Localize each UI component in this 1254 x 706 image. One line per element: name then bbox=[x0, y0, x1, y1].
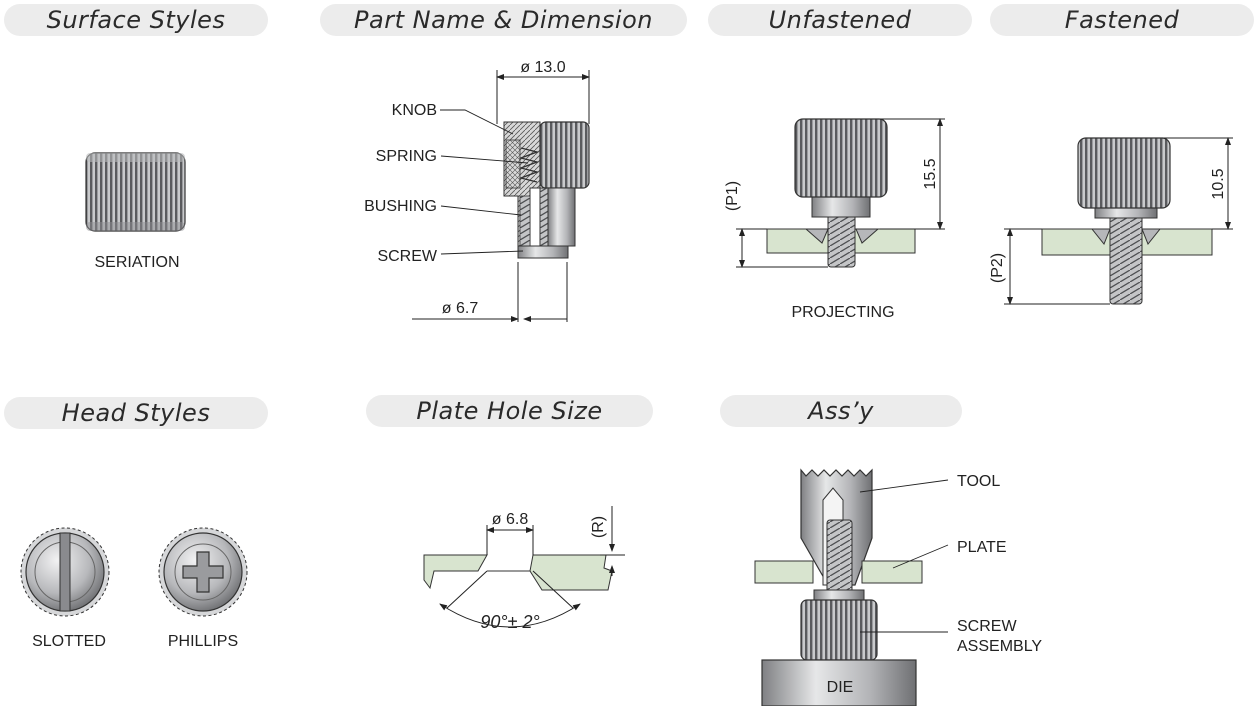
plate-hole-angle-label: 90°± 2° bbox=[480, 612, 539, 632]
header-surface-styles: Surface Styles bbox=[4, 4, 268, 36]
screw-assembly-label-line1: SCREW bbox=[957, 618, 1017, 635]
spring-label: SPRING bbox=[376, 148, 437, 165]
knob-label: KNOB bbox=[392, 102, 437, 119]
plate-label: PLATE bbox=[957, 539, 1007, 556]
dim-top-label: ø 13.0 bbox=[520, 59, 565, 76]
tool-label: TOOL bbox=[957, 473, 1000, 490]
slotted-label: SLOTTED bbox=[32, 633, 106, 650]
assembly-drawing bbox=[754, 468, 949, 706]
screw-label: SCREW bbox=[377, 248, 437, 265]
seriation-label: SERIATION bbox=[94, 254, 179, 271]
header-unfastened: Unfastened bbox=[708, 4, 972, 36]
fastened-drawing bbox=[1004, 137, 1233, 305]
plate-hole-diameter-label: ø 6.8 bbox=[492, 511, 529, 528]
phillips-label: PHILLIPS bbox=[168, 633, 238, 650]
seriation-knob-drawing bbox=[85, 152, 186, 232]
header-plate-hole-size: Plate Hole Size bbox=[366, 395, 653, 427]
header-part-name-dimension: Part Name & Dimension bbox=[320, 4, 687, 36]
p2-label: (P2) bbox=[989, 253, 1006, 283]
phillips-head-drawing bbox=[158, 527, 248, 617]
projecting-label: PROJECTING bbox=[791, 304, 894, 321]
plate-hole-r-label: (R) bbox=[590, 516, 607, 538]
unfastened-height-label: 15.5 bbox=[922, 158, 939, 189]
header-head-styles: Head Styles bbox=[4, 397, 268, 429]
die-label: DIE bbox=[827, 679, 854, 696]
unfastened-drawing bbox=[736, 118, 945, 268]
slotted-head-drawing bbox=[20, 527, 110, 617]
plate-hole-drawing bbox=[423, 506, 625, 628]
header-assy: Ass’y bbox=[720, 395, 962, 427]
dim-bottom-label: ø 6.7 bbox=[442, 300, 479, 317]
p1-label: (P1) bbox=[724, 181, 741, 211]
header-fastened: Fastened bbox=[990, 4, 1254, 36]
fastened-height-label: 10.5 bbox=[1210, 168, 1227, 199]
bushing-label: BUSHING bbox=[364, 198, 437, 215]
screw-assembly-label-line2: ASSEMBLY bbox=[957, 638, 1042, 655]
part-cross-section-drawing bbox=[412, 70, 590, 322]
